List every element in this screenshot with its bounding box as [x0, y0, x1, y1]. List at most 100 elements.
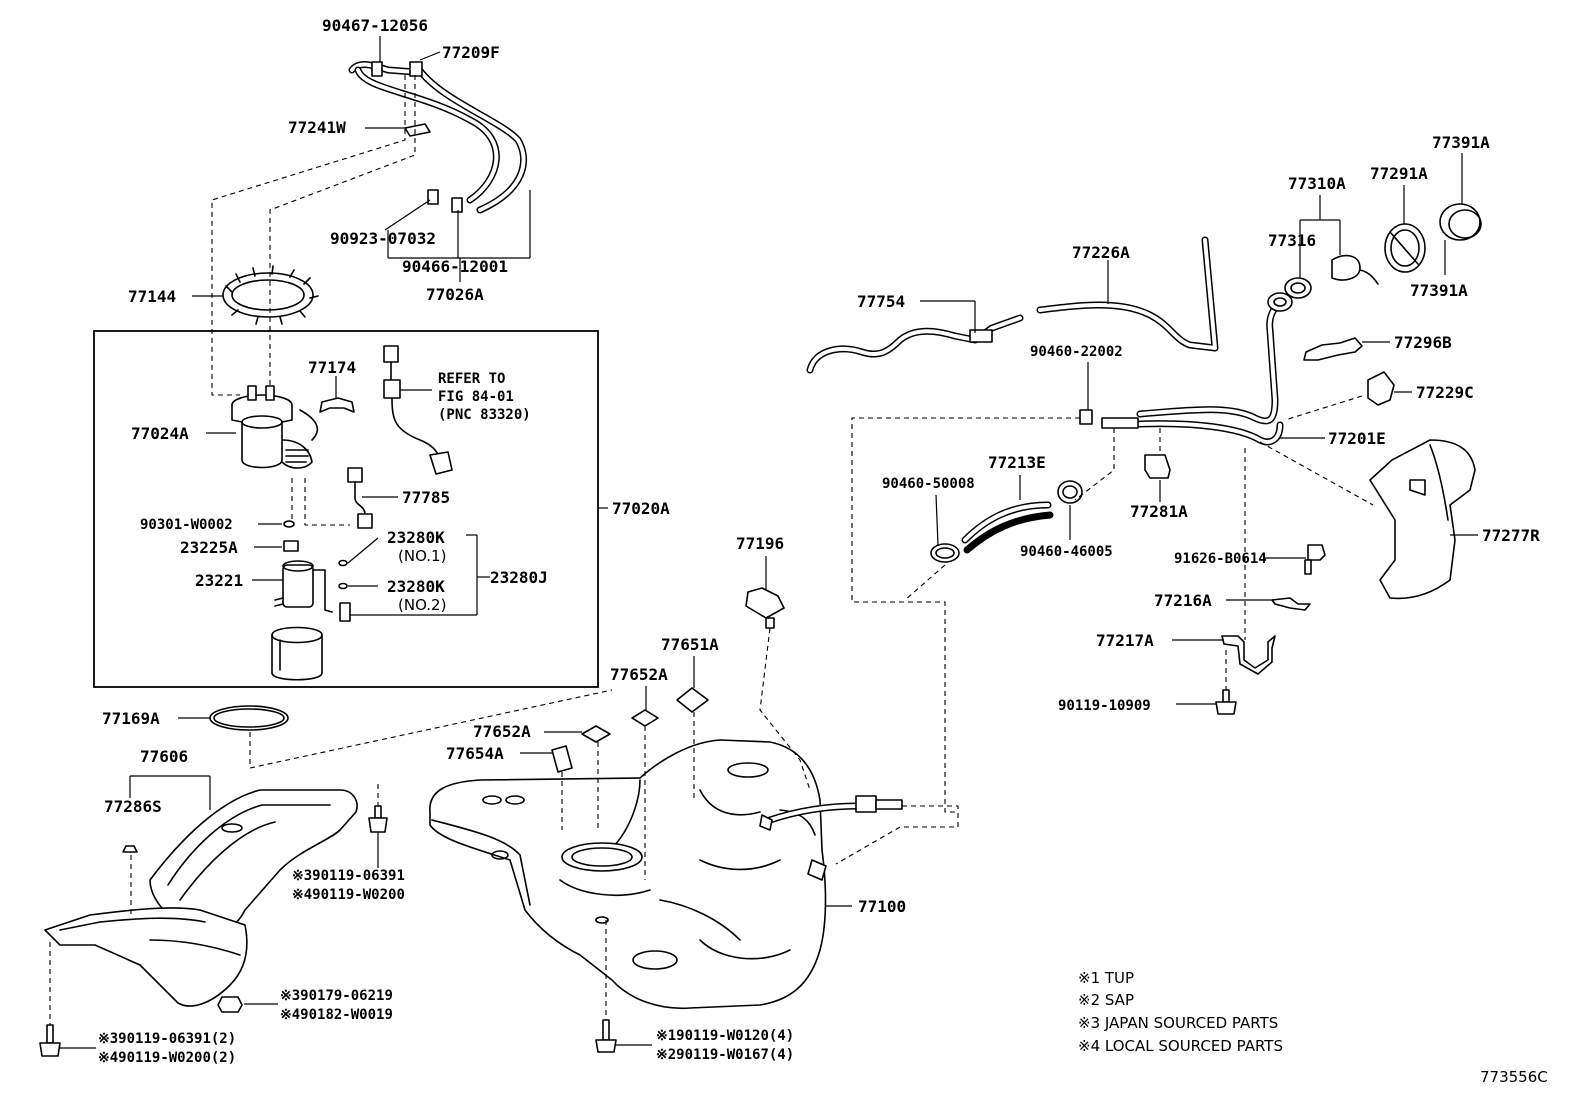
tank-band-bolt[interactable]	[595, 1019, 617, 1053]
label-90923-07032[interactable]: 90923-07032	[330, 229, 436, 248]
pump-gasket[interactable]	[209, 705, 289, 731]
label-n1-90119-W0120[interactable]: ※190119-W0120(4)	[656, 1028, 794, 1044]
pump-filter-parts[interactable]	[283, 520, 348, 590]
label-77174[interactable]: 77174	[308, 358, 356, 377]
protector-bolt[interactable]	[368, 805, 388, 833]
label-77286S[interactable]: 77286S	[104, 797, 162, 816]
label-77785[interactable]: 77785	[402, 488, 450, 507]
fuel-tank-vent-tube[interactable]	[1036, 236, 1219, 352]
label-23225A[interactable]: 23225A	[180, 538, 238, 557]
label-77391A-top[interactable]: 77391A	[1432, 133, 1490, 152]
label-no2: (NO.2)	[398, 596, 446, 614]
label-77196[interactable]: 77196	[736, 534, 784, 553]
filler-bracket[interactable]	[1271, 597, 1311, 611]
label-77144[interactable]: 77144	[128, 287, 176, 306]
label-n4-90182-W0019[interactable]: ※490182-W0019	[280, 1007, 393, 1023]
filler-pipe-clamp[interactable]	[1144, 454, 1171, 479]
label-77651A[interactable]: 77651A	[661, 635, 719, 654]
label-n3-90119-06391-2[interactable]: ※390119-06391(2)	[98, 1031, 236, 1047]
label-77291A[interactable]: 77291A	[1370, 164, 1428, 183]
label-90460-22002[interactable]: 90460-22002	[1030, 344, 1123, 360]
label-77201E[interactable]: 77201E	[1328, 429, 1386, 448]
filler-pipe-bolt[interactable]	[1304, 544, 1326, 575]
label-77217A[interactable]: 77217A	[1096, 631, 1154, 650]
label-23280K-no2[interactable]: 23280K	[387, 577, 445, 596]
label-77169A[interactable]: 77169A	[102, 709, 160, 728]
label-23280K-no1[interactable]: 23280K	[387, 528, 445, 547]
label-91626-B0614[interactable]: 91626-B0614	[1174, 551, 1267, 567]
filler-hose[interactable]	[961, 501, 1054, 554]
filler-pipe-support[interactable]	[1221, 635, 1276, 675]
label-77277R[interactable]: 77277R	[1482, 526, 1540, 545]
fuel-tank-protector[interactable]	[44, 789, 358, 1007]
fuel-tank[interactable]	[429, 739, 903, 1010]
label-77606[interactable]: 77606	[140, 747, 188, 766]
fuel-lid-opener-bracket[interactable]	[1303, 337, 1363, 361]
label-77654A[interactable]: 77654A	[446, 744, 504, 763]
fuel-pump-assembly-box	[93, 330, 599, 688]
label-n3-90179-06219[interactable]: ※390179-06219	[280, 988, 393, 1004]
label-77310A[interactable]: 77310A	[1288, 174, 1346, 193]
label-77026A[interactable]: 77026A	[426, 285, 484, 304]
tank-heat-insulator[interactable]	[581, 687, 709, 743]
legend-item-2: ※2 SAP	[1078, 991, 1134, 1009]
label-77213E[interactable]: 77213E	[988, 453, 1046, 472]
label-no1: (NO.1)	[398, 547, 446, 565]
legend-item-1: ※1 TUP	[1078, 969, 1134, 987]
label-77391A-bottom[interactable]: 77391A	[1410, 281, 1468, 300]
label-n4-90119-W0200[interactable]: ※490119-W0200	[292, 887, 405, 903]
label-90301-W0002[interactable]: 90301-W0002	[140, 517, 233, 533]
label-n3-90119-06391[interactable]: ※390119-06391	[292, 868, 405, 884]
refer-note-line1: REFER TO	[438, 371, 505, 387]
label-90119-10909[interactable]: 90119-10909	[1058, 698, 1151, 714]
sender-gauge-bracket[interactable]	[319, 397, 355, 413]
filler-cap-assembly[interactable]	[1284, 254, 1379, 299]
filler-retainer[interactable]	[1367, 371, 1395, 406]
filler-pipe-gasket[interactable]	[1384, 223, 1426, 273]
legend: ※1 TUP ※2 SAP ※3 JAPAN SOURCED PARTS ※4 …	[1078, 969, 1283, 1055]
label-77216A[interactable]: 77216A	[1154, 591, 1212, 610]
label-77652A-upper[interactable]: 77652A	[610, 665, 668, 684]
label-23280J[interactable]: 23280J	[490, 568, 548, 587]
label-77241W[interactable]: 77241W	[288, 118, 346, 137]
label-23221[interactable]: 23221	[195, 571, 243, 590]
tank-cushion[interactable]	[551, 745, 573, 773]
refer-note-line3: (PNC 83320)	[438, 407, 531, 423]
label-90460-50008[interactable]: 90460-50008	[882, 476, 975, 492]
label-77316[interactable]: 77316	[1268, 231, 1316, 250]
label-77754[interactable]: 77754	[857, 292, 905, 311]
fuel-suction-assembly[interactable]	[231, 385, 319, 469]
filler-cap-ring[interactable]	[1439, 203, 1482, 241]
filler-support-bolt[interactable]	[1215, 689, 1237, 715]
lock-ring[interactable]	[222, 265, 319, 325]
label-90467-12056[interactable]: 90467-12056	[322, 16, 428, 35]
label-n2-90119-W0167[interactable]: ※290119-W0167(4)	[656, 1047, 794, 1063]
label-77024A[interactable]: 77024A	[131, 424, 189, 443]
fuel-vapor-valve[interactable]	[745, 587, 785, 629]
fuel-filler-pipe[interactable]	[1079, 292, 1293, 446]
pump-wire-harness[interactable]	[347, 467, 373, 529]
fuel-vent-hose[interactable]	[806, 314, 1024, 374]
label-77652A-lower[interactable]: 77652A	[473, 722, 531, 741]
label-n4-90119-W0200-2[interactable]: ※490119-W0200(2)	[98, 1050, 236, 1066]
protector-front-bolt[interactable]	[39, 1024, 61, 1057]
hose-clamp-upper[interactable]	[1057, 480, 1083, 504]
label-77100[interactable]: 77100	[858, 897, 906, 916]
protector-nut[interactable]	[217, 996, 243, 1013]
legend-item-4: ※4 LOCAL SOURCED PARTS	[1078, 1037, 1283, 1055]
fuel-pump[interactable]	[274, 560, 351, 622]
label-90460-46005[interactable]: 90460-46005	[1020, 544, 1113, 560]
fuel-tube-assembly[interactable]	[348, 61, 528, 214]
fuel-sender-gauge[interactable]	[383, 345, 453, 475]
hose-clamp-lower[interactable]	[930, 543, 960, 563]
label-77281A[interactable]: 77281A	[1130, 502, 1188, 521]
label-77296B[interactable]: 77296B	[1394, 333, 1452, 352]
label-77229C[interactable]: 77229C	[1416, 383, 1474, 402]
filler-protector[interactable]	[1369, 439, 1476, 600]
label-77209F[interactable]: 77209F	[442, 43, 500, 62]
legend-item-3: ※3 JAPAN SOURCED PARTS	[1078, 1014, 1278, 1032]
fuel-suction-filter[interactable]	[271, 626, 323, 681]
label-90466-12001[interactable]: 90466-12001	[402, 257, 508, 276]
label-77226A[interactable]: 77226A	[1072, 243, 1130, 262]
label-77020A[interactable]: 77020A	[612, 499, 670, 518]
